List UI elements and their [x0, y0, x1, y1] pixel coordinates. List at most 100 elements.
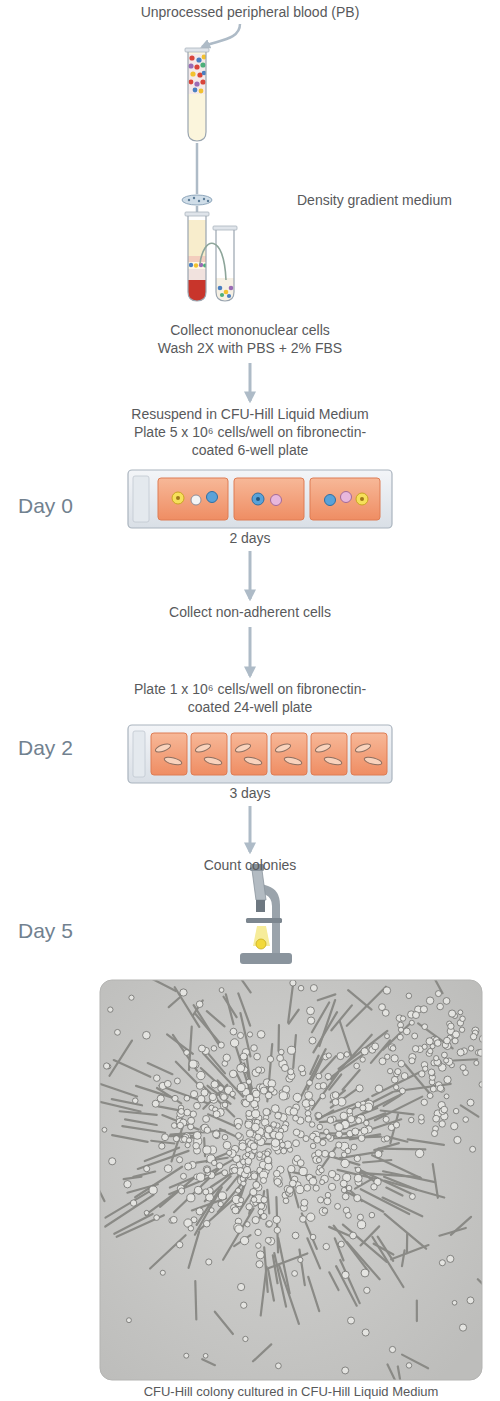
spindle-cell: [195, 1187, 222, 1234]
round-cell: [196, 1001, 203, 1008]
round-cell: [316, 1073, 322, 1079]
step-text: Resuspend in CFU-Hill Liquid Medium Plat…: [122, 405, 378, 459]
round-cell: [437, 1003, 444, 1010]
round-cell: [361, 1127, 368, 1134]
round-cell: [337, 1052, 344, 1059]
round-cell: [338, 1241, 344, 1247]
round-cell: [246, 1110, 252, 1116]
round-cell: [385, 1054, 390, 1059]
spindle-cell: [278, 1238, 289, 1293]
round-cell: [185, 1163, 192, 1170]
round-cell: [296, 1186, 304, 1194]
round-cell: [223, 1141, 231, 1149]
spindle-cell: [203, 1053, 243, 1097]
round-cell: [318, 1197, 324, 1203]
spindle-cell: [215, 1312, 233, 1334]
round-cell: [317, 1124, 322, 1129]
round-cell: [448, 1023, 454, 1029]
round-cell: [426, 1038, 433, 1045]
spindle-cell: [320, 1148, 335, 1170]
spindle-cell: [189, 1232, 200, 1268]
round-cell: [398, 1060, 405, 1067]
round-cell: [189, 1060, 197, 1068]
round-cell: [444, 1037, 451, 1044]
round-cell: [467, 1099, 474, 1106]
round-cell: [232, 1167, 238, 1173]
spindle-cell: [378, 1237, 393, 1261]
round-cell: [457, 1049, 464, 1056]
spindle-cell: [361, 1226, 380, 1245]
round-cell: [354, 1155, 360, 1161]
round-cell: [216, 1163, 222, 1169]
six-well-plate: [128, 470, 392, 528]
round-cell: [358, 1221, 366, 1229]
round-cell: [149, 1186, 157, 1194]
round-cell: [129, 995, 134, 1000]
spindle-cell: [151, 980, 176, 991]
round-cell: [444, 1076, 451, 1083]
round-cell: [256, 1243, 261, 1248]
spindle-cell: [235, 1042, 252, 1095]
spindle-cell: [398, 1366, 402, 1380]
process-line: [196, 143, 199, 194]
round-cell: [325, 1192, 331, 1198]
round-cell: [251, 1045, 258, 1052]
round-cell: [190, 1111, 196, 1117]
round-cell: [280, 1142, 286, 1148]
round-cell: [303, 1136, 309, 1142]
density-gradient-symbol: [182, 195, 212, 205]
round-cell: [352, 1128, 359, 1135]
round-cell: [287, 1046, 295, 1054]
round-cell: [162, 1134, 169, 1141]
spindle-cell: [169, 998, 180, 1007]
round-cell: [143, 1031, 151, 1039]
day-label: Day 0: [18, 494, 73, 518]
round-cell: [394, 1085, 399, 1090]
round-cell: [345, 1212, 351, 1218]
round-cell: [237, 1083, 245, 1091]
round-cell: [218, 1192, 226, 1200]
round-cell: [391, 1055, 398, 1062]
round-cell: [398, 1027, 403, 1032]
round-cell: [298, 1065, 305, 1072]
round-cell: [243, 1336, 248, 1341]
round-cell: [283, 1198, 289, 1204]
round-cell: [434, 1056, 439, 1061]
round-cell: [336, 1131, 343, 1138]
round-cell: [266, 1221, 272, 1227]
spindle-cell: [329, 1227, 351, 1237]
round-cell: [276, 1363, 282, 1369]
spindle-cell: [289, 1010, 299, 1024]
round-cell: [230, 1028, 237, 1035]
round-cell: [320, 1093, 326, 1099]
spindle-cell: [343, 1225, 387, 1262]
round-cell: [310, 985, 317, 992]
round-cell: [254, 1053, 261, 1060]
round-cell: [109, 1158, 116, 1165]
round-cell: [309, 1178, 317, 1186]
round-cell: [265, 1126, 272, 1133]
spindle-cell: [334, 1226, 369, 1272]
spindle-cell: [363, 1160, 391, 1162]
round-cell: [258, 1203, 265, 1210]
round-cell: [305, 1116, 311, 1122]
round-cell: [160, 1270, 165, 1275]
spindle-cell: [347, 1094, 402, 1121]
round-cell: [406, 1363, 411, 1368]
spindle-cell: [120, 1111, 157, 1115]
round-cell: [222, 1102, 228, 1108]
spindle-cell: [381, 1110, 414, 1114]
duration-text: 2 days: [122, 529, 378, 547]
spindle-cell: [329, 1272, 338, 1290]
round-cell: [409, 1058, 415, 1064]
round-cell: [130, 1200, 136, 1206]
spindle-cell: [402, 1250, 405, 1266]
spindle-cell: [234, 1235, 250, 1246]
round-cell: [430, 1086, 436, 1092]
round-cell: [310, 1234, 316, 1240]
spindle-cell: [202, 1359, 215, 1365]
spindle-cell: [135, 1167, 182, 1198]
round-cell: [320, 1180, 325, 1185]
round-cell: [322, 1208, 327, 1213]
round-cell: [164, 1165, 172, 1173]
